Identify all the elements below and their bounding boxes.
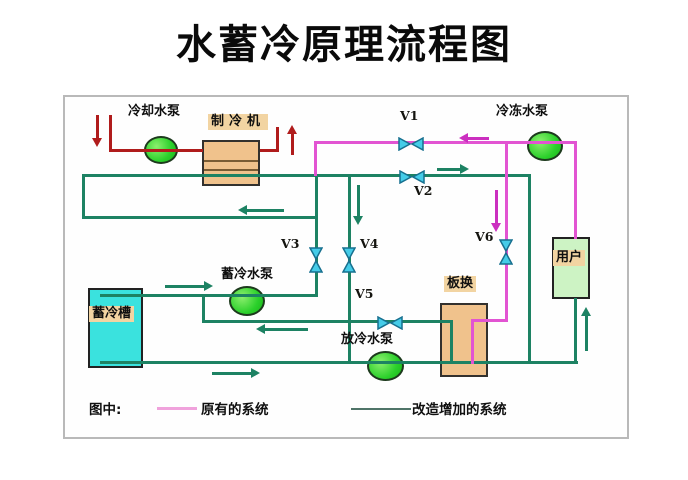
user-label: 用户 [553,250,586,267]
valve-v4-icon [341,247,357,273]
valve-v4-label: V4 [360,236,379,251]
chilled-pump-label: 冷冻水泵 [496,104,549,119]
page-title: 水蓄冷原理流程图 [176,21,512,68]
flow-arrow-down-icon [92,115,103,147]
valve-v5-icon [377,315,403,331]
pipe-original-junction-stub [314,141,317,176]
flow-arrow-up-icon [287,125,298,155]
pipe-cooling-outlet-h [260,149,279,152]
heat-exchanger-label: 板换 [444,276,477,293]
valve-v3-icon [308,247,324,273]
pipe-tank-branch-drop [202,294,205,323]
pipe-user-return [574,298,577,364]
valve-v3-label: V3 [281,236,300,251]
flow-arrow-left-icon [256,324,308,335]
valve-v1-label: V1 [400,108,419,123]
discharge-pump-label: 放冷水泵 [341,332,394,347]
flow-arrow-up-icon [581,307,592,351]
pipe-valve5-line [202,320,453,323]
valve-v2-label: V2 [414,183,433,198]
valve-v6-label: V6 [475,229,494,244]
pipe-cooling-inlet-v [109,115,112,152]
flow-arrow-left-icon [238,205,284,216]
legend-label-original: 原有的系统 [201,402,269,418]
legend-label-added: 改造增加的系统 [412,402,507,418]
valve-v5-label: V5 [355,286,374,301]
valve-v6-icon [498,239,514,265]
discharge-pump-icon [367,351,404,381]
pipe-original-to-exchanger-h [471,319,508,322]
pipe-valve6-branch [505,141,508,322]
chiller-label: 制冷机 [208,114,269,131]
legend-prefix: 图中: [89,402,122,418]
flow-arrow-left-icon [459,133,489,144]
pipe-original-to-user [574,141,577,239]
user-box [552,237,590,299]
chiller-divider [204,169,258,171]
pipe-evaporator-main [82,174,531,177]
flow-arrow-right-icon [437,164,469,175]
heat-exchanger-box [440,303,488,377]
valve-v2-icon [399,169,425,185]
storage-pump-icon [229,286,265,316]
pipe-tank-top [100,294,318,297]
pipe-valve3-branch [315,174,318,297]
storage-tank-label: 蓄冷槽 [89,306,135,323]
storage-tank [88,288,143,368]
chilled-pump-icon [527,131,563,161]
pipe-right-drop [528,174,531,364]
chiller-divider [204,160,258,162]
pipe-bottom-return [100,361,578,364]
pipe-original-supply-main [314,141,577,144]
valve-v1-icon [398,136,424,152]
pipe-exchanger-drop [450,320,453,363]
cooling-pump-label: 冷却水泵 [128,104,181,119]
legend-swatch-added [351,408,411,410]
pipe-left-drop [82,174,85,219]
storage-pump-label: 蓄冷水泵 [221,267,274,282]
flow-arrow-right-icon [212,368,260,379]
flow-arrow-down-icon [353,185,364,225]
pipe-cooling-outlet-v [276,127,279,152]
flow-arrow-right-icon [165,281,213,292]
flow-arrow-down-icon [491,190,502,232]
pipe-return-mid [82,216,318,219]
pipe-original-to-exchanger-v [471,319,474,364]
legend-swatch-original [157,407,197,410]
pipe-cooling-inlet-h [109,149,203,152]
chiller-box [202,140,260,186]
